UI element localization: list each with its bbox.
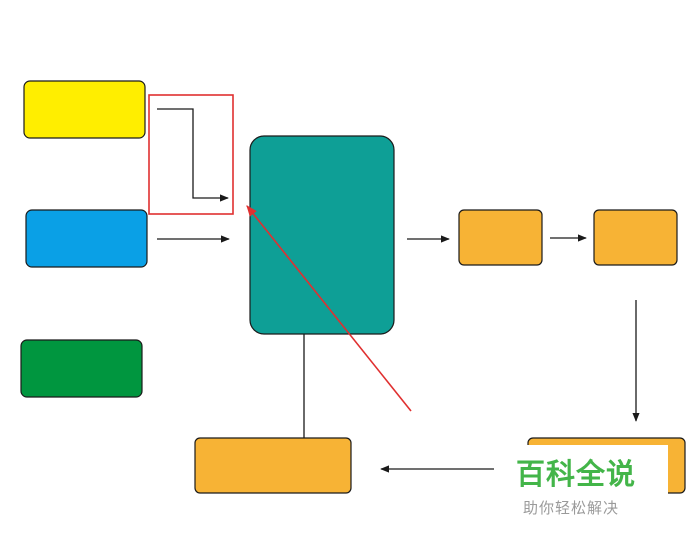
orange-box-2 <box>593 209 678 266</box>
watermark-logo: 百科全说 助你轻松解决 <box>494 445 668 525</box>
elbow-arrow-yellow-to-process <box>157 108 229 202</box>
watermark-subtitle: 助你轻松解决 <box>523 499 620 517</box>
watermark-title: 百科全说 <box>516 457 637 491</box>
orange-box-1 <box>458 209 543 266</box>
yellow-box <box>23 80 146 139</box>
orange-box-4 <box>194 437 352 494</box>
green-box <box>20 339 143 398</box>
blue-box <box>25 209 148 268</box>
pointer-arrow-icon <box>246 205 412 412</box>
highlight-frame <box>148 94 234 215</box>
teal-process-box <box>249 135 395 335</box>
